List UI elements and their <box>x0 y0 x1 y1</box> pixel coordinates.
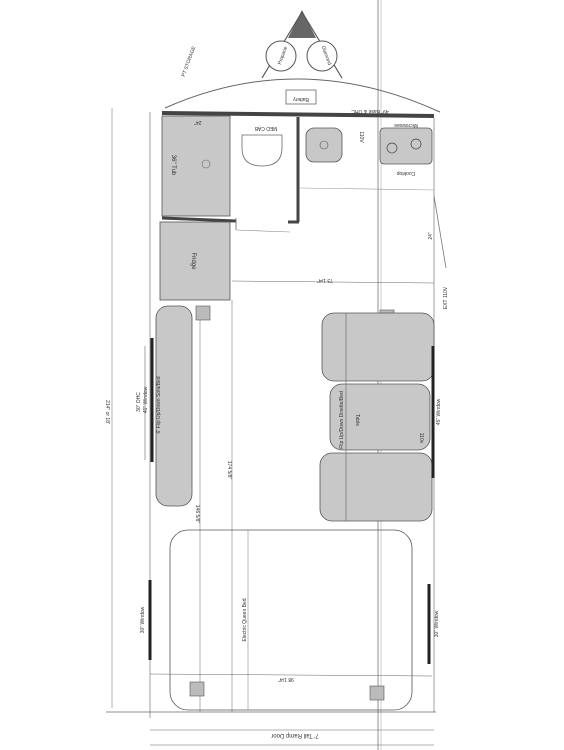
front-wall <box>161 111 435 118</box>
microwave-label: Microwave <box>394 122 418 128</box>
cooktop-label: Cooktop <box>396 170 415 176</box>
dinette-bed-label: Flip Up/Down Dinette/Bed <box>339 391 345 449</box>
diamond-tank <box>306 40 338 72</box>
sink-drain <box>319 140 329 150</box>
side-door <box>433 195 447 269</box>
dim-24-side: 24" <box>428 232 434 240</box>
sofa-bed <box>155 305 193 507</box>
dim-73-label: 73 1/4" <box>317 277 333 283</box>
hitch-tongue <box>288 10 316 38</box>
table-label: Table <box>354 414 360 426</box>
base-ohc-label: 49" Base & OHC <box>351 108 389 114</box>
dim-98-label: 98 1/4" <box>278 676 294 682</box>
burner-2 <box>410 138 422 150</box>
battery-box <box>285 89 317 105</box>
dim-214-label: 214" or 18' <box>104 400 110 424</box>
med-cab-label: MED CAB <box>254 125 277 131</box>
dim-73-line <box>231 280 435 284</box>
outlet-box-1 <box>195 305 211 321</box>
bath-door-bottom <box>235 229 291 233</box>
dinette-seat-top <box>321 312 435 382</box>
ext-110v-label: EXT 110V <box>443 286 449 309</box>
burner-1 <box>386 142 398 154</box>
cooktop <box>379 127 433 165</box>
queen-bed <box>169 529 413 711</box>
dinette-110v-label: 110v <box>418 433 424 444</box>
dim-98-line <box>149 673 433 677</box>
tub-drain <box>201 159 211 169</box>
fridge <box>159 221 231 301</box>
window-30-right-label: 30" Window <box>434 610 440 637</box>
counter-edge <box>299 187 435 191</box>
battery-label: Battery <box>293 96 309 102</box>
toilet <box>241 134 283 167</box>
sink-110v-label: 110V <box>358 131 364 143</box>
ohc-label: 30" OHC <box>136 392 142 412</box>
pt-storage-label: PT STORAGE <box>181 45 198 78</box>
dinette-table <box>329 383 431 451</box>
queen-bed-label: Electric Queen Bed <box>242 598 248 641</box>
sink <box>305 127 343 163</box>
tub-label: 36" Tub <box>170 155 176 176</box>
sofa-bed-label: 6' Flip Up/Down Sofa/Bed <box>156 376 162 433</box>
dinette-seat-bottom <box>319 452 433 522</box>
ramp-door-label: 7' Tall Ramp Door <box>271 732 318 738</box>
bath-divider <box>161 216 237 223</box>
window-30-left-label: 30" Window <box>140 606 146 633</box>
window-45-right-label: 45" Window <box>436 398 442 425</box>
dim-24-top: 24" <box>194 119 202 125</box>
window-45-left-label: 45" Window <box>143 386 149 413</box>
fridge-label: Fridge <box>190 252 196 270</box>
dim-174-label: 174 5/8" <box>226 461 232 480</box>
outlet-box-3 <box>189 681 205 697</box>
nose-arc <box>164 78 441 113</box>
outlet-box-4 <box>369 685 385 701</box>
propane-tank <box>265 40 297 72</box>
dim-146-label: 146 5/8" <box>194 505 200 524</box>
tub <box>161 115 231 217</box>
